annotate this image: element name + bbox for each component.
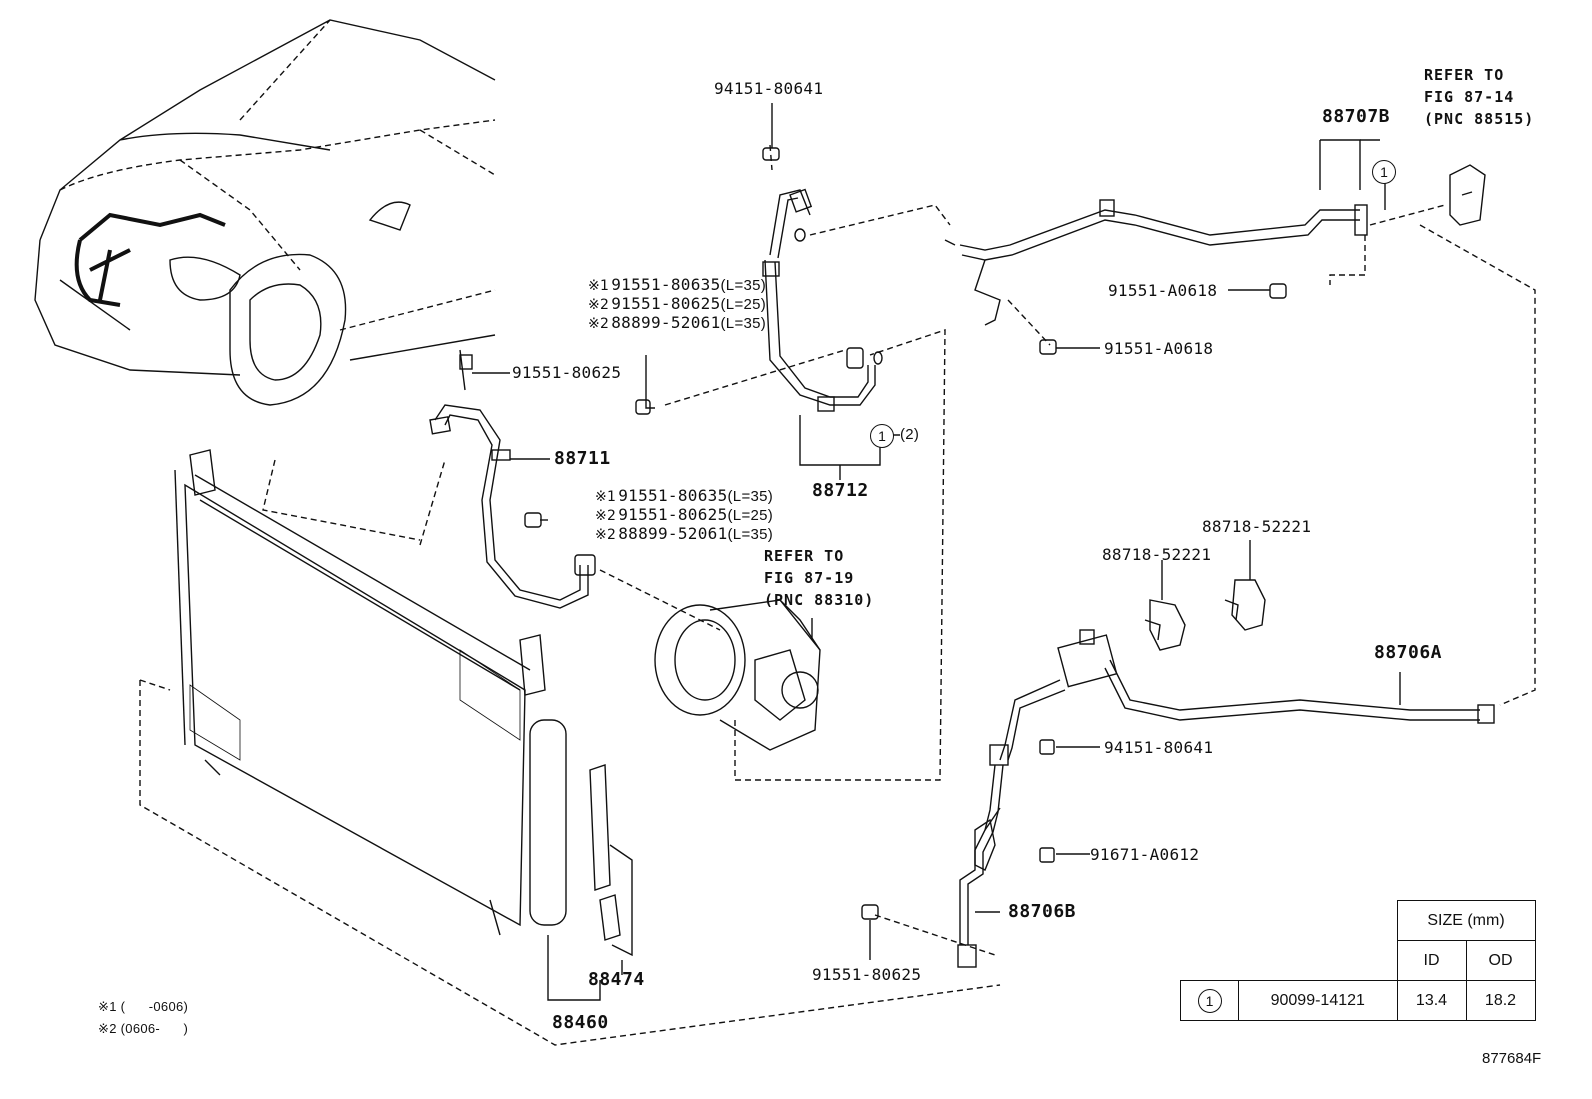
bolt-length: (L=25) <box>720 296 767 313</box>
part-label-88711: 88711 <box>554 448 611 469</box>
part-label-88712: 88712 <box>812 480 869 501</box>
circle-key: 1 <box>1197 988 1222 1013</box>
reference-line: REFER TO <box>764 547 845 565</box>
note-mark: ※1 <box>588 278 610 294</box>
part-label-88707B: 88707B <box>1322 106 1391 127</box>
od-value-cell: 18.2 <box>1465 980 1536 1021</box>
callout-count: (2) <box>900 426 920 443</box>
bracket-88718-a <box>1144 599 1186 651</box>
note-mark: ※2 <box>588 297 610 313</box>
part-label-88706A: 88706A <box>1374 642 1443 663</box>
note-mark: ※1 <box>98 999 117 1014</box>
part-number-cell: 90099-14121 <box>1238 980 1398 1021</box>
date-note-1: ※1 ( -0606) <box>98 998 188 1016</box>
bolts <box>459 147 1287 920</box>
pipe-88706B <box>957 764 1004 968</box>
note-mark: ※2 <box>588 316 610 332</box>
reference-note-fig-87-19: REFER TO FIG 87-19 (PNC 88310) <box>764 545 874 611</box>
part-number: 88899-52061 <box>611 313 721 332</box>
part-label-94151-80641-top: 94151-80641 <box>714 79 824 98</box>
circle-callout-1: 1 <box>1372 160 1396 184</box>
note-mark: ※2 <box>595 527 617 543</box>
bolt-length: (L=35) <box>727 526 774 543</box>
pipe-88706A <box>989 629 1495 766</box>
part-label-91551-A0618-lower: 91551-A0618 <box>1104 339 1214 358</box>
size-header: SIZE (mm) <box>1396 900 1536 941</box>
circle-callout-1b: 1 <box>870 424 894 448</box>
part-label-88706B: 88706B <box>1008 901 1077 922</box>
part-number: 91551-80625 <box>611 294 721 313</box>
part-label-91551-80625-lower: 91551-80625 <box>812 965 922 984</box>
note-mark: ※1 <box>595 489 617 505</box>
bolt-length: (L=35) <box>727 488 774 505</box>
harness-highlight <box>74 212 226 307</box>
expansion-valve <box>1449 164 1486 226</box>
bolt-length: (L=35) <box>720 315 767 332</box>
leader-lines <box>472 103 1401 960</box>
figure-code: 877684F <box>1482 1050 1542 1067</box>
hose-88712 <box>664 144 883 412</box>
pipe-88707B <box>944 199 1446 346</box>
part-number: 91551-80635 <box>611 275 721 294</box>
part-label-91551-A0618-upper: 91551-A0618 <box>1108 281 1218 300</box>
note-text: (0606- ) <box>120 1021 189 1036</box>
part-label-91671-A0612: 91671-A0612 <box>1090 845 1200 864</box>
col-id-header: ID <box>1396 940 1467 981</box>
col-od-header: OD <box>1465 940 1536 981</box>
vehicle-outline <box>34 19 496 406</box>
bolt-length: (L=25) <box>727 507 774 524</box>
note-mark: ※2 <box>98 1021 117 1036</box>
condenser-frame <box>139 680 1001 1046</box>
blank-cell <box>1239 901 1398 941</box>
bolt-length: (L=35) <box>720 277 767 294</box>
blank-cell <box>1181 901 1239 941</box>
compressor-frame <box>735 329 946 781</box>
condenser-88460 <box>174 449 546 936</box>
reference-line: REFER TO <box>1424 66 1505 84</box>
part-label-94151-80641-lower: 94151-80641 <box>1104 738 1214 757</box>
note-mark: ※2 <box>595 508 617 524</box>
reference-line: FIG 87-14 <box>1424 88 1515 106</box>
part-label-88474: 88474 <box>588 969 645 990</box>
blank-cell <box>1238 940 1397 981</box>
part-label-88718-52221-left: 88718-52221 <box>1102 545 1212 564</box>
bracket-88718-b <box>1224 579 1266 631</box>
compressor <box>599 569 821 751</box>
blank-cell <box>1181 941 1239 981</box>
id-value-cell: 13.4 <box>1396 980 1467 1021</box>
part-number: 88899-52061 <box>618 524 728 543</box>
part-number: 91551-80635 <box>618 486 728 505</box>
reference-line: FIG 87-19 <box>764 569 855 587</box>
reference-note-fig-87-14: REFER TO FIG 87-14 (PNC 88515) <box>1424 64 1534 130</box>
part-label-88460: 88460 <box>552 1012 609 1033</box>
receiver-tank <box>529 719 633 957</box>
part-label-91551-80625-upper: 91551-80625 <box>512 363 622 382</box>
part-number: 91551-80625 <box>618 505 728 524</box>
date-note-2: ※2 (0606- ) <box>98 1020 188 1038</box>
reference-line: (PNC 88515) <box>1424 110 1535 128</box>
reference-line: (PNC 88310) <box>764 591 875 609</box>
hose-88711 <box>419 349 596 609</box>
key-cell: 1 <box>1180 980 1239 1021</box>
size-table: SIZE (mm) ID OD 1 90099-14121 13.4 18.2 <box>1180 900 1536 1021</box>
note-text: ( -0606) <box>120 999 189 1014</box>
part-label-88718-52221-right: 88718-52221 <box>1202 517 1312 536</box>
